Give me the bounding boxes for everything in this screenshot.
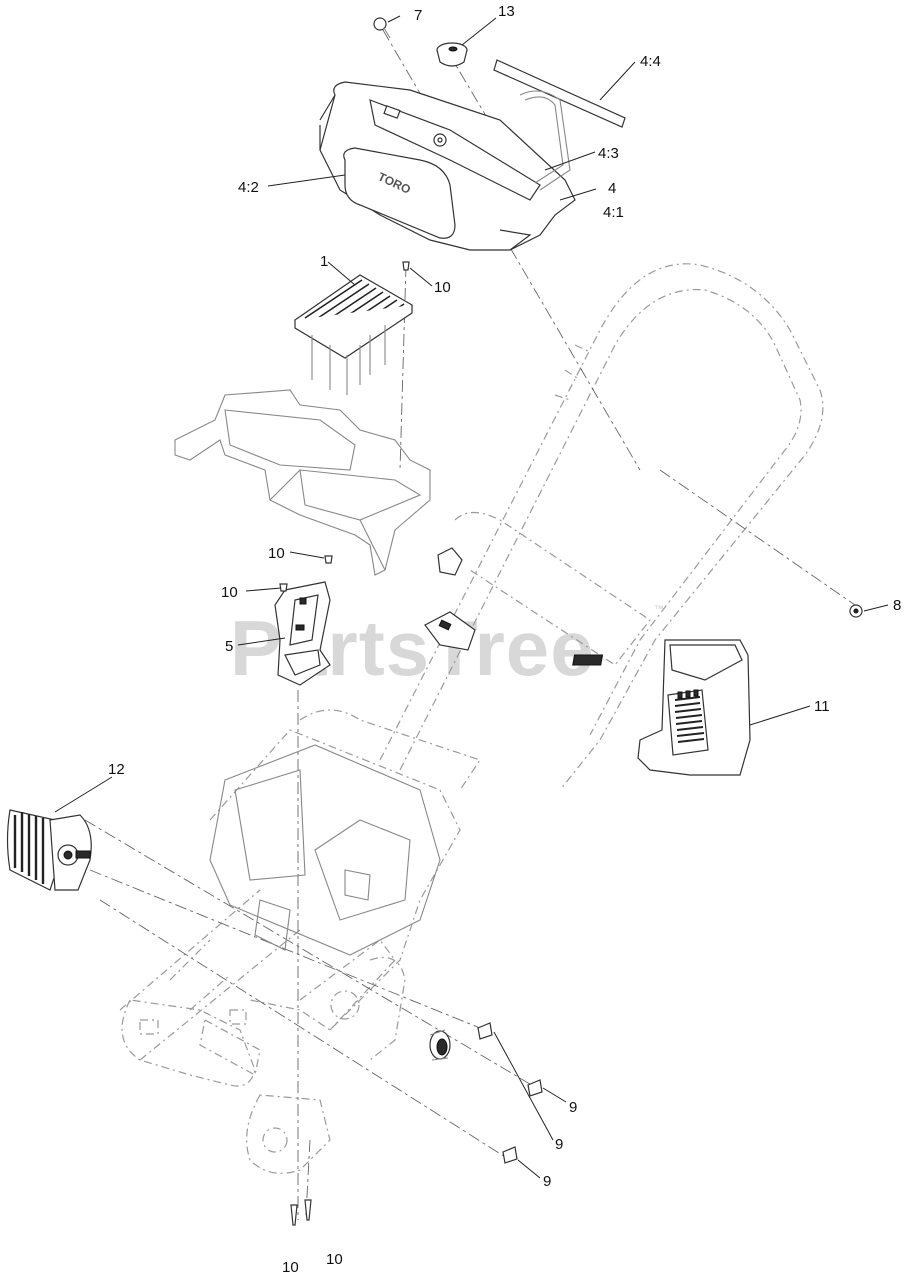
callout-10-b: 10 [221,584,238,601]
knob-part [436,42,468,67]
bushing-part [429,1029,451,1061]
callout-9-c: 9 [543,1173,551,1190]
callout-10-bottom-b: 10 [326,1251,343,1268]
callout-4-1: 4:1 [603,204,624,221]
switch-bracket [274,581,331,686]
callout-labels: 7 13 4:4 4:3 4:2 4 4:1 1 10 10 10 5 8 11… [108,3,901,1276]
battery-tray [174,389,431,576]
bail-strip [493,59,626,191]
callout-5: 5 [225,638,233,655]
callout-8: 8 [893,597,901,614]
callout-4-2: 4:2 [238,179,259,196]
motor-part [6,809,92,891]
heat-sink-part [293,274,414,395]
charger-part [572,639,751,776]
screws-9 [477,1022,543,1164]
callout-10-top: 10 [434,279,451,296]
callout-12: 12 [108,761,125,778]
callout-4-4: 4:4 [640,53,661,70]
deck-phantom [119,729,461,1174]
control-cover-assembly: TORO [319,81,576,251]
callout-9-a: 9 [569,1099,577,1116]
callout-1: 1 [320,253,328,270]
handle-phantom [299,263,824,791]
screws-10 [279,261,410,1226]
battery-box [209,744,441,956]
callout-7: 7 [414,7,422,24]
callout-11: 11 [814,698,830,715]
callout-13: 13 [498,3,515,20]
pin-part [373,17,391,39]
washer-part [849,604,863,618]
callout-4-3: 4:3 [598,145,619,162]
callout-9-b: 9 [555,1136,563,1153]
callout-10-bottom-a: 10 [282,1259,299,1276]
watermark-trademark: ™ [654,604,664,615]
handle-knob [424,547,476,651]
callout-4: 4 [608,180,616,197]
callout-10-a: 10 [268,545,285,562]
leader-lines [54,15,889,1179]
